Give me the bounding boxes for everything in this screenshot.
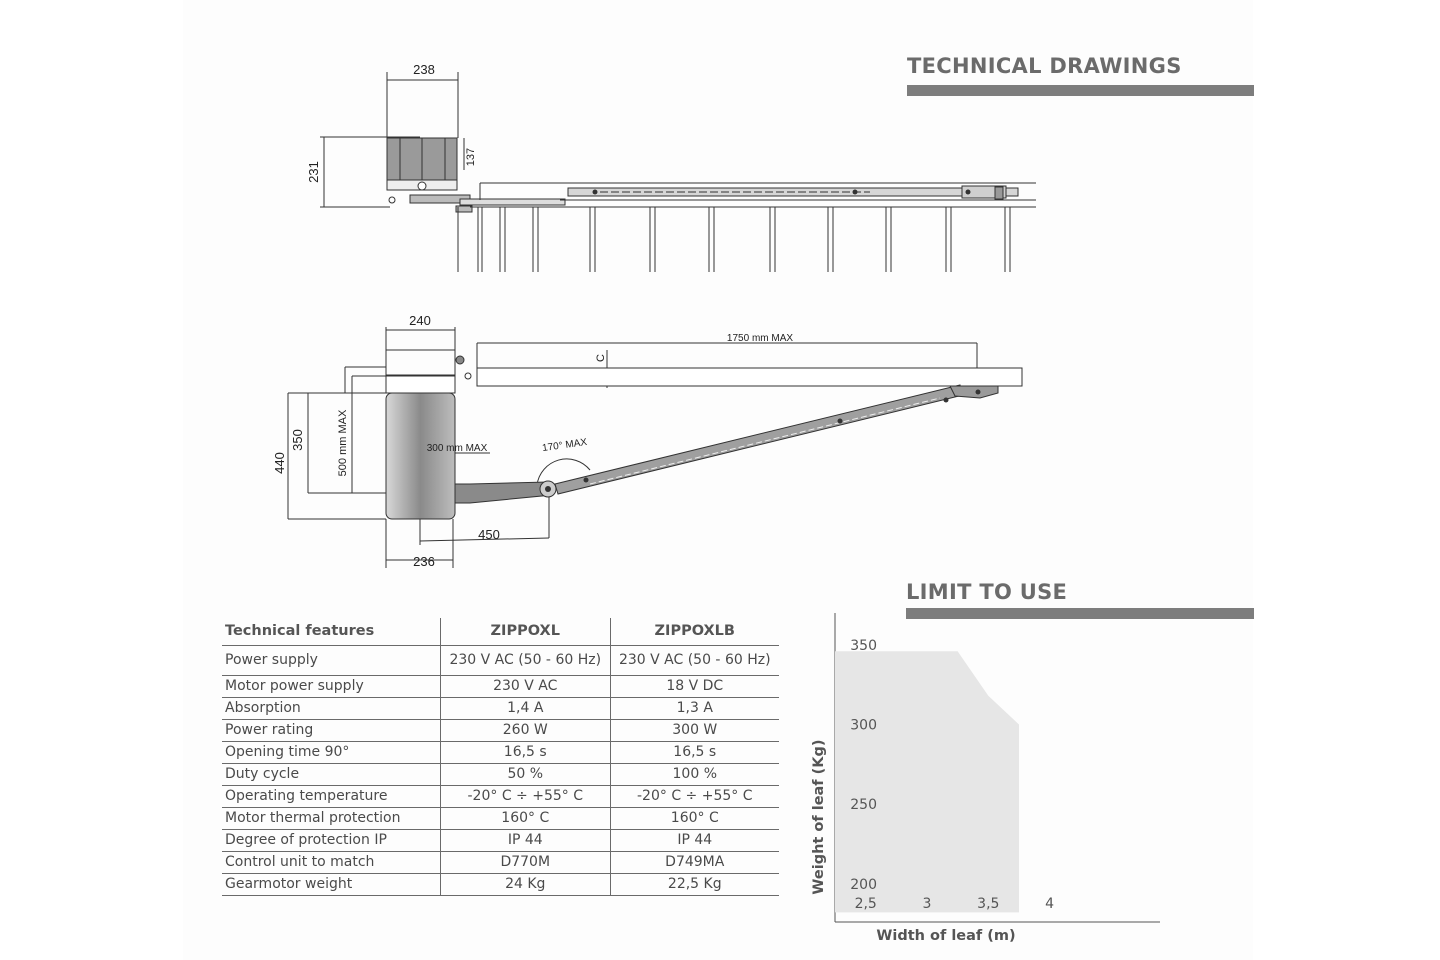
x-tick-label: 3 xyxy=(923,896,932,912)
technical-drawing-side-view: 238 231 137 xyxy=(306,62,1036,272)
technical-drawings-underline xyxy=(907,85,1254,96)
zippoxl-value: 50 % xyxy=(440,763,611,786)
x-tick-label: 2,5 xyxy=(855,896,877,912)
feature-name: Motor power supply xyxy=(222,675,441,698)
zippoxlb-value: IP 44 xyxy=(609,829,779,852)
feature-name: Opening time 90° xyxy=(222,741,441,764)
header-technical-features: Technical features xyxy=(222,618,441,646)
feature-name: Degree of protection IP xyxy=(222,829,441,852)
feature-name: Absorption xyxy=(222,697,441,720)
technical-features-table: Technical features ZIPPOXL ZIPPOXLB Powe… xyxy=(222,618,779,896)
dim-236-label: 236 xyxy=(413,554,435,569)
feature-name: Gearmotor weight xyxy=(222,873,441,896)
dim-350-label: 350 xyxy=(290,429,305,451)
usage-limit-area xyxy=(835,651,1019,913)
limit-to-use-underline xyxy=(906,608,1254,619)
zippoxl-value: 230 V AC xyxy=(440,675,611,698)
y-tick-label: 300 xyxy=(850,718,877,734)
y-axis-label: Weight of leaf (Kg) xyxy=(811,739,827,894)
zippoxl-value: 1,4 A xyxy=(440,697,611,720)
zippoxlb-value: 100 % xyxy=(609,763,779,786)
zippoxl-value: 16,5 s xyxy=(440,741,611,764)
limit-to-use-title: LIMIT TO USE xyxy=(906,580,1068,604)
feature-name: Motor thermal protection xyxy=(222,807,441,830)
dim-231-label: 231 xyxy=(306,161,321,183)
y-tick-label: 250 xyxy=(850,797,877,813)
x-tick-label: 4 xyxy=(1045,896,1054,912)
zippoxlb-value: 18 V DC xyxy=(609,675,779,698)
y-tick-label: 350 xyxy=(850,638,877,654)
x-axis-label: Width of leaf (m) xyxy=(876,928,1015,944)
technical-drawing-plan-view: 240 1750 mm MAX C 350 440 500 mm MAX 300… xyxy=(272,313,1023,569)
zippoxl-value: 24 Kg xyxy=(440,873,611,896)
dim-c-label: C xyxy=(595,354,607,362)
dim-1750-label: 1750 mm MAX xyxy=(727,333,793,344)
zippoxlb-value: 16,5 s xyxy=(609,741,779,764)
angle-170-label: 170° MAX xyxy=(542,437,589,454)
feature-name: Power supply xyxy=(222,645,441,676)
zippoxl-value: IP 44 xyxy=(440,829,611,852)
dim-300-label: 300 mm MAX xyxy=(427,443,488,454)
zippoxlb-value: D749MA xyxy=(609,851,779,874)
dim-240-label: 240 xyxy=(409,313,431,328)
zippoxl-value: 160° C xyxy=(440,807,611,830)
dim-137-label: 137 xyxy=(465,148,477,166)
zippoxlb-value: -20° C ÷ +55° C xyxy=(609,785,779,808)
zippoxlb-value: 160° C xyxy=(609,807,779,830)
y-tick-label: 200 xyxy=(850,877,877,893)
technical-drawings-title: TECHNICAL DRAWINGS xyxy=(907,54,1182,78)
table-row: Operating temperature-20° C ÷ +55° C-20°… xyxy=(222,785,779,808)
feature-name: Control unit to match xyxy=(222,851,441,874)
zippoxlb-value: 300 W xyxy=(609,719,779,742)
zippoxl-value: D770M xyxy=(440,851,611,874)
dim-238-label: 238 xyxy=(413,62,435,77)
zippoxl-value: -20° C ÷ +55° C xyxy=(440,785,611,808)
feature-name: Power rating xyxy=(222,719,441,742)
zippoxlb-value: 230 V AC (50 - 60 Hz) xyxy=(609,645,779,676)
table-header-row: Technical features ZIPPOXL ZIPPOXLB xyxy=(222,618,779,646)
dim-500-label: 500 mm MAX xyxy=(337,409,349,476)
zippoxl-value: 230 V AC (50 - 60 Hz) xyxy=(440,645,611,676)
header-zippoxlb: ZIPPOXLB xyxy=(609,618,779,646)
feature-name: Duty cycle xyxy=(222,763,441,786)
x-tick-label: 3,5 xyxy=(977,896,999,912)
header-zippoxl: ZIPPOXL xyxy=(440,618,611,646)
zippoxlb-value: 1,3 A xyxy=(609,697,779,720)
dim-450-label: 450 xyxy=(478,527,500,542)
zippoxlb-value: 22,5 Kg xyxy=(609,873,779,896)
dim-440-label: 440 xyxy=(272,452,287,474)
zippoxl-value: 260 W xyxy=(440,719,611,742)
feature-name: Operating temperature xyxy=(222,785,441,808)
